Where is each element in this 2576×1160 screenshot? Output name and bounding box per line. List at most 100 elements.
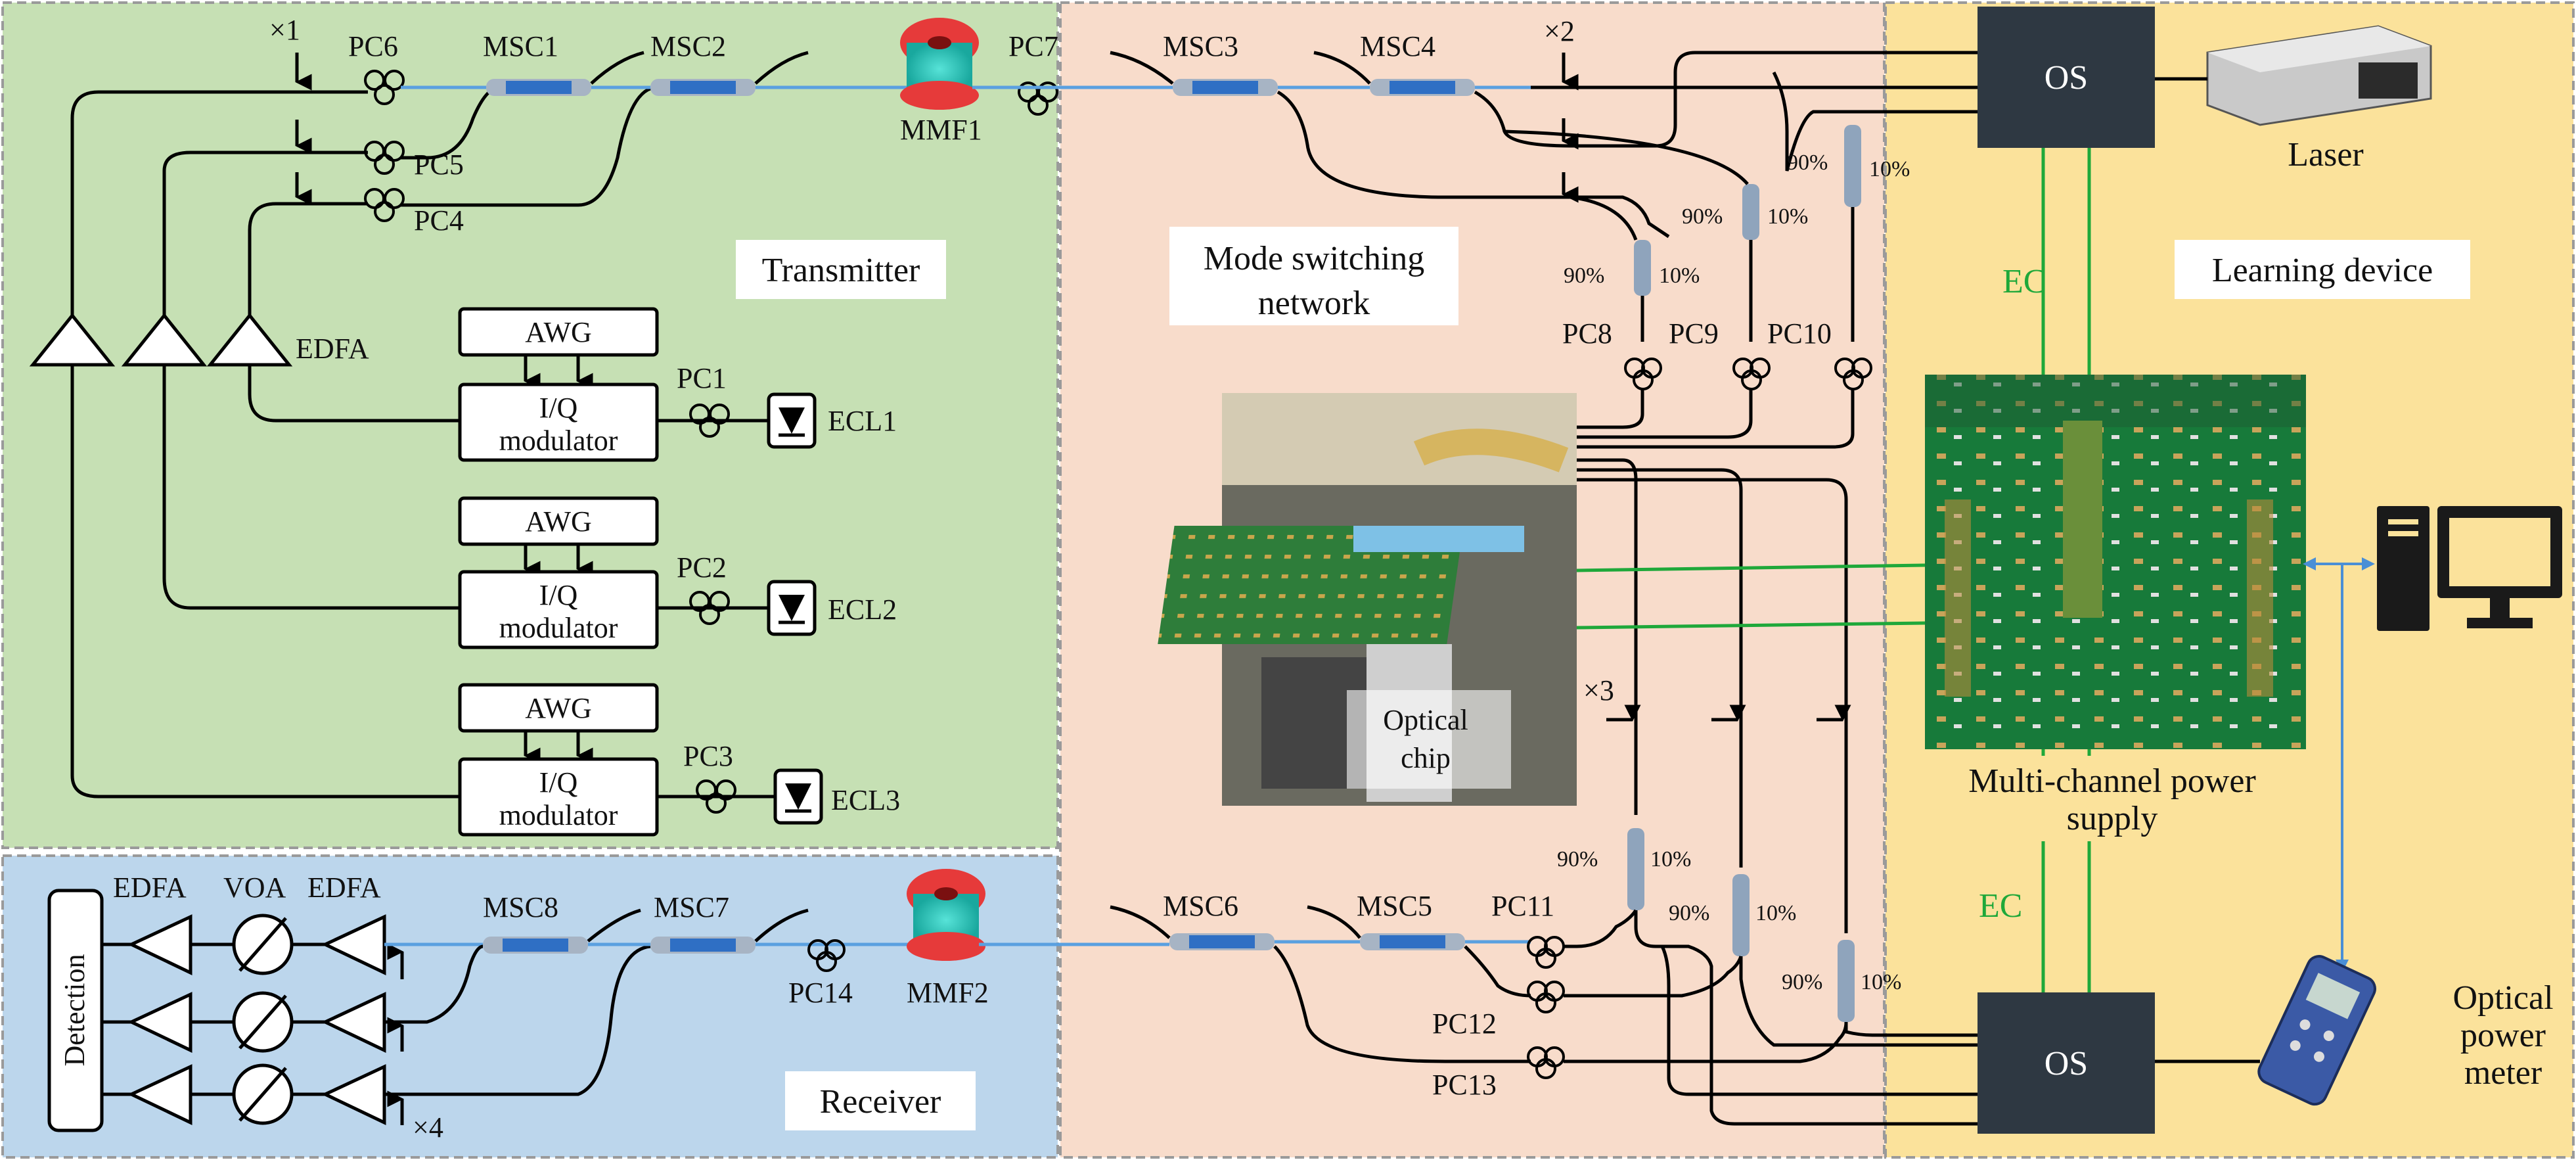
awg-2-label: AWG xyxy=(525,505,592,538)
pc11-to-split xyxy=(1564,909,1638,948)
net-to-os-2 xyxy=(1570,51,1977,148)
net-bot-os-2 xyxy=(1739,956,1977,1047)
tx-line-1 xyxy=(70,90,368,315)
pc13-label: PC13 xyxy=(1432,1069,1497,1101)
tx-line-2 xyxy=(162,151,368,315)
polarization-controller-pc6 xyxy=(364,70,405,105)
msc3-branch-in xyxy=(1110,51,1174,85)
chip-label-line1: Optical xyxy=(1383,704,1468,736)
split-top-2-in xyxy=(1504,129,1749,185)
modulator-1-line1: I/Q xyxy=(539,392,578,424)
pc8-to-chip xyxy=(1577,388,1644,429)
msc4-label: MSC4 xyxy=(1360,30,1435,62)
opm-label-line3: meter xyxy=(2464,1054,2542,1092)
pc12-to-split xyxy=(1564,956,1743,998)
psu-label-bg xyxy=(1945,756,2286,841)
rx-multiplicity: ×4 xyxy=(413,1111,443,1144)
polarization-controller-pc2 xyxy=(689,591,730,625)
msc3-label: MSC3 xyxy=(1163,30,1238,62)
psu-label-line2: supply xyxy=(2067,800,2158,837)
msc7-branch xyxy=(754,908,809,942)
network-label-line1: Mode switching xyxy=(1204,240,1425,277)
modulator-3-line2: modulator xyxy=(499,799,618,831)
pc12-label: PC12 xyxy=(1432,1008,1497,1040)
pc9-label: PC9 xyxy=(1669,317,1719,350)
detection-box xyxy=(47,889,104,1132)
ecl1-laser-icon xyxy=(767,392,817,449)
edfa-label: EDFA xyxy=(296,333,369,365)
splitter-bottom-3 xyxy=(1838,940,1855,1022)
optical-switch-top xyxy=(1977,7,2155,148)
msc5-down xyxy=(1464,945,1531,998)
pc3-label: PC3 xyxy=(683,740,733,772)
tx-line-3 xyxy=(248,202,368,315)
chip-out-2 xyxy=(1577,468,1743,868)
splitter-top-2 xyxy=(1742,184,1759,342)
learning-label: Learning device xyxy=(2212,252,2433,289)
awg-3-label: AWG xyxy=(525,692,592,724)
split-bot-1-10: 10% xyxy=(1650,847,1691,871)
os-bottom-label: OS xyxy=(2045,1045,2088,1082)
computer-icon xyxy=(2377,506,2562,631)
detection-label: Detection xyxy=(58,954,91,1066)
split-top-3-10: 10% xyxy=(1869,157,1910,181)
polarization-controller-pc5 xyxy=(364,141,405,175)
polarization-controller-pc13 xyxy=(1527,1046,1565,1079)
rx-edfa-right-label: EDFA xyxy=(307,871,381,904)
polarization-controller-pc4 xyxy=(364,188,405,222)
rx-path-2 xyxy=(384,944,484,1024)
ec-top-label: EC xyxy=(2002,263,2046,300)
split-top-3-90: 90% xyxy=(1787,151,1828,175)
splitter-top-1 xyxy=(1634,240,1651,342)
msc7-label: MSC7 xyxy=(654,891,729,923)
mmf2-spool xyxy=(907,869,985,961)
msc5-branch-in xyxy=(1307,905,1361,939)
msc4-branch-in xyxy=(1313,51,1371,85)
transmitter-label: Transmitter xyxy=(762,252,920,289)
pc1-label: PC1 xyxy=(677,362,727,394)
ecl3-label: ECL3 xyxy=(831,784,900,816)
split-top-1-in xyxy=(1570,195,1638,241)
msc1-branch xyxy=(590,51,644,85)
awg-3 xyxy=(458,683,659,733)
rx-row-1 xyxy=(102,914,386,975)
polarization-controller-pc14 xyxy=(807,939,846,972)
net-bot-os-1 xyxy=(1634,910,1977,1096)
psu-label-line1: Multi-channel power xyxy=(1968,762,2256,800)
net-to-os-4 xyxy=(1772,71,1977,172)
network-multiplicity-mid: ×3 xyxy=(1583,674,1614,707)
split-top-1-90: 90% xyxy=(1564,264,1604,288)
ecl1-label: ECL1 xyxy=(828,405,897,437)
net-bot-os-3 xyxy=(1844,1022,1977,1037)
msc6-branch-in xyxy=(1110,905,1171,939)
split-top-1-10: 10% xyxy=(1659,264,1700,288)
pc7-label: PC7 xyxy=(1008,30,1058,62)
network-label-box xyxy=(1169,227,1458,325)
network-multiplicity-top: ×2 xyxy=(1544,15,1575,47)
chip-label-line2: chip xyxy=(1401,742,1451,774)
ec-line-chip-2 xyxy=(1576,621,1926,630)
modulator-2-line2: modulator xyxy=(499,612,618,644)
power-supply-photo xyxy=(1925,375,2306,749)
ecl3-laser-icon xyxy=(773,768,823,825)
mmf2-label: MMF2 xyxy=(907,977,989,1009)
awg-2 xyxy=(458,496,659,546)
polarization-controller-pc12 xyxy=(1527,981,1565,1013)
ecl2-label: ECL2 xyxy=(828,593,897,626)
split-top-2-90: 90% xyxy=(1682,204,1723,229)
tx-mod-feed-2 xyxy=(162,365,460,610)
ec-bottom-label: EC xyxy=(1979,887,2022,925)
optical-chip-photo xyxy=(1158,393,1577,806)
pc2-label: PC2 xyxy=(677,551,727,584)
pc11-label: PC11 xyxy=(1491,890,1554,922)
splitter-top-3 xyxy=(1844,125,1861,342)
pc8-label: PC8 xyxy=(1562,317,1612,350)
network-label-line2: network xyxy=(1258,285,1370,322)
pc5-label: PC5 xyxy=(414,149,464,181)
msc2-label: MSC2 xyxy=(650,30,726,62)
msc3-down xyxy=(1277,90,1570,199)
msc2-branch xyxy=(754,51,809,85)
opm-label-line2: power xyxy=(2460,1017,2546,1054)
laser-label: Laser xyxy=(2288,136,2363,174)
ecl2-laser-icon xyxy=(767,580,817,636)
